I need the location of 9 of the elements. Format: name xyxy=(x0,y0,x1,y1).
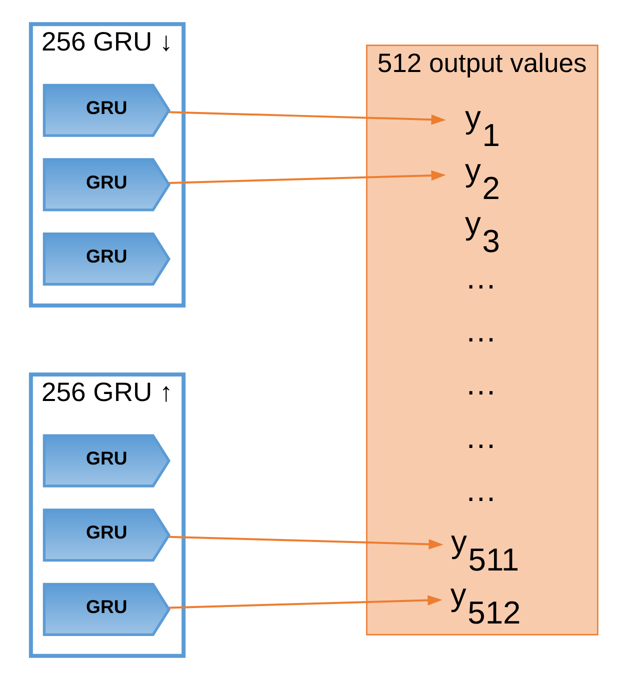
node-text: … xyxy=(464,366,496,402)
arrow xyxy=(168,170,446,184)
arrow xyxy=(168,111,446,125)
node-text: … xyxy=(464,260,496,296)
arrow xyxy=(168,536,443,550)
node-text: … xyxy=(464,472,496,508)
node-text: … xyxy=(464,418,496,455)
node-text: … xyxy=(464,312,496,349)
arrow xyxy=(168,595,442,609)
